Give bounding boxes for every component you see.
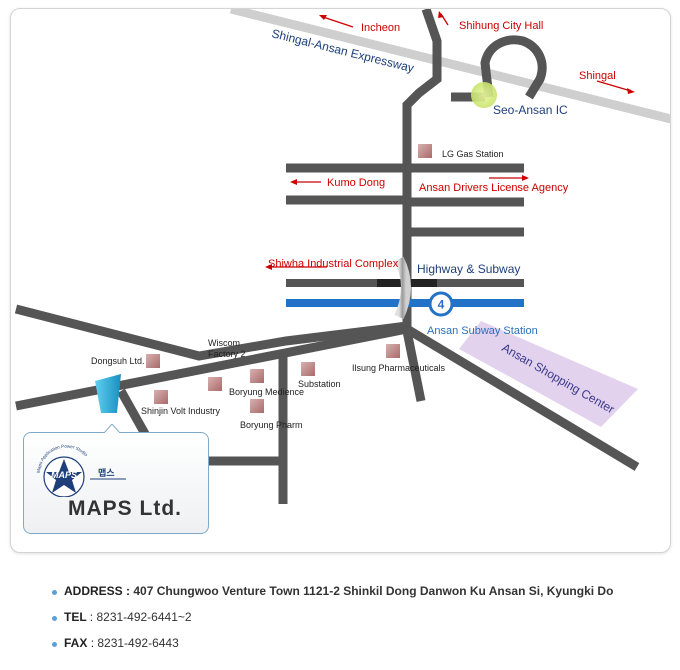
tel-value: 8231-492-6441~2 — [96, 610, 192, 624]
shopping-center-area — [459, 321, 638, 427]
label-dongsuh: Dongsuh Ltd. — [91, 356, 145, 366]
subway-station-marker — [428, 291, 454, 317]
company-card: Maps Application Power Studio MAPS 맵스 MA… — [23, 424, 209, 534]
label-shinjin-volt: Shinjin Volt Industry — [141, 406, 221, 416]
tel-label: TEL — [64, 610, 87, 624]
expressway-road — [229, 9, 670, 124]
map-frame: 4 Incheon Shihung City Hall Shingal K — [10, 8, 671, 553]
label-boryung-medience: Boryung Medience — [229, 387, 304, 397]
label-boryung-pharm: Boryung Pharm — [240, 420, 303, 430]
direction-arrows — [265, 11, 635, 270]
label-ilsung: Ilsung Pharmaceuticals — [352, 363, 446, 373]
fax-label: FAX — [64, 636, 88, 650]
label-lg-gas-station: LG Gas Station — [442, 149, 504, 159]
bullet-icon — [52, 590, 57, 595]
label-subway-station: Ansan Subway Station — [427, 325, 538, 337]
wiscom-factory-icon — [208, 377, 222, 391]
company-name: MAPS Ltd. — [68, 497, 182, 520]
label-substation: Substation — [298, 379, 341, 389]
subway-line-number: 4 — [438, 298, 445, 312]
label-drivers-license: Ansan Drivers License Agency — [419, 182, 569, 194]
main-road — [14, 9, 640, 504]
label-kumo-dong: Kumo Dong — [327, 177, 385, 189]
label-seo-ansan-ic: Seo-Ansan IC — [493, 103, 568, 117]
address-value: 407 Chungwoo Venture Town 1121-2 Shinkil… — [133, 584, 614, 598]
logo-text: MAPS — [51, 470, 77, 480]
maps-building-icon — [95, 374, 121, 413]
seo-ansan-ic-marker — [471, 82, 497, 108]
shinjin-volt-icon — [154, 390, 168, 404]
label-shiwha: Shiwha Industrial Complex — [268, 258, 399, 270]
label-incheon: Incheon — [361, 22, 400, 34]
address-label: ADDRESS — [64, 584, 123, 598]
maps-logo: Maps Application Power Studio MAPS 맵스 — [36, 444, 126, 497]
building-icons — [146, 144, 432, 413]
bullet-icon — [52, 616, 57, 621]
boryung-pharm-icon — [250, 399, 264, 413]
logo-korean-text: 맵스 — [98, 467, 115, 479]
substation-icon — [301, 362, 315, 376]
boryung-medience-icon — [250, 369, 264, 383]
ilsung-pharma-icon — [386, 344, 400, 358]
fax-value: 8231-492-6443 — [97, 636, 179, 650]
callout-pointer — [104, 424, 120, 433]
label-wiscom-2: Factory 2 — [208, 349, 246, 359]
label-shingal: Shingal — [579, 70, 616, 82]
location-map: 4 Incheon Shihung City Hall Shingal K — [14, 9, 670, 504]
label-wiscom-1: Wiscom — [208, 338, 240, 348]
label-shihung-city-hall: Shihung City Hall — [459, 20, 543, 32]
lg-gas-station-icon — [418, 144, 432, 158]
star-icon — [46, 459, 82, 493]
label-highway-subway: Highway & Subway — [417, 262, 520, 276]
dongsuh-building-icon — [146, 354, 160, 368]
overpass-bridge — [394, 256, 411, 320]
bullet-icon — [52, 642, 57, 647]
